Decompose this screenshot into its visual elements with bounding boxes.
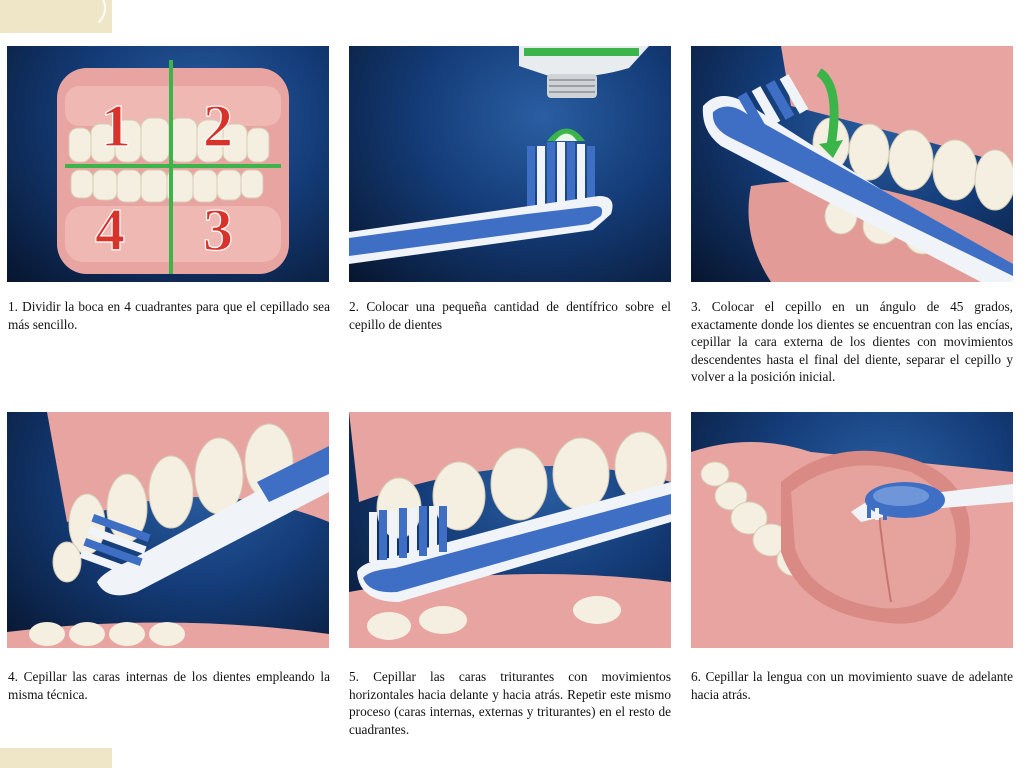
step-6-caption: 6. Cepillar la lengua con un movimiento … [691, 669, 1013, 702]
step-4-image [7, 412, 329, 648]
step-2-caption: 2. Colocar una pequeña cantidad de dentí… [349, 299, 671, 332]
brush-45-degrees-illustration [702, 46, 1013, 282]
inner-surfaces-brushing-illustration [7, 412, 329, 648]
quadrant-number-2: 2 [203, 93, 233, 159]
chewing-surfaces-brushing-illustration [349, 412, 671, 648]
step-4-caption: 4. Cepillar las caras internas de los di… [8, 669, 330, 702]
step-2-image [349, 46, 671, 282]
toothpaste-on-brush-illustration [349, 46, 649, 264]
corner-decoration-bottom [0, 748, 112, 768]
quadrant-number-1: 1 [101, 93, 131, 159]
step-1-caption: 1. Dividir la boca en 4 cuadrantes para … [8, 299, 330, 332]
corner-decoration-top [0, 0, 112, 33]
tongue-brushing-illustration [691, 442, 1013, 648]
teeth-quadrants-illustration: 1 2 4 3 [57, 60, 289, 274]
step-3-caption: 3. Colocar el cepillo en un ángulo de 45… [691, 299, 1013, 384]
quadrant-number-4: 4 [95, 197, 125, 263]
step-5-image [349, 412, 671, 648]
step-1-image: 1 2 4 3 [7, 46, 329, 282]
step-6-image [691, 412, 1013, 648]
step-3-image [691, 46, 1013, 282]
step-5-caption: 5. Cepillar las caras triturantes con mo… [349, 669, 671, 737]
quadrant-number-3: 3 [203, 197, 233, 263]
